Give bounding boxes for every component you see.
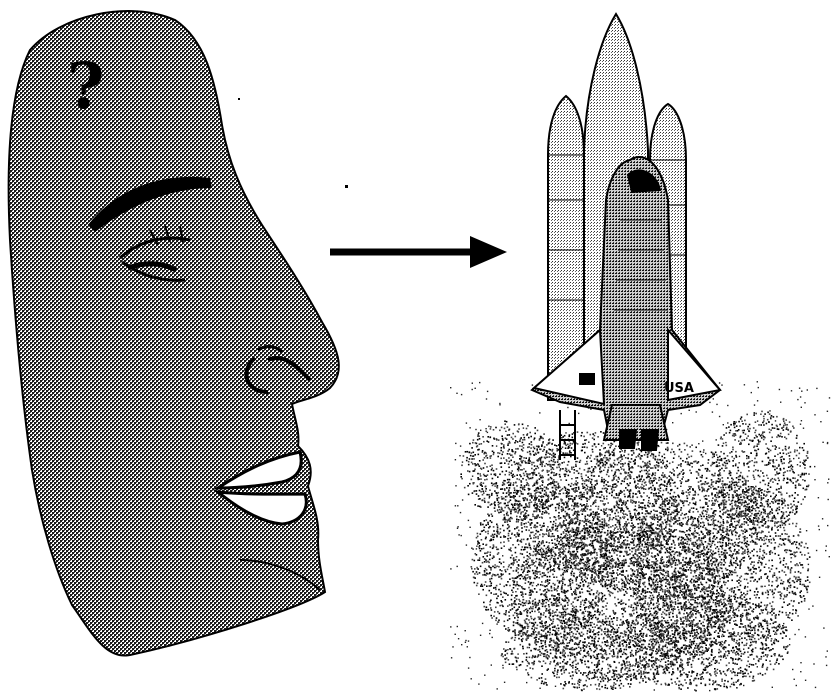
flag-icon xyxy=(580,374,594,384)
arrow-icon xyxy=(330,236,507,268)
question-mark: ? xyxy=(67,49,105,124)
space-shuttle: USA xyxy=(532,14,720,450)
stray-dots xyxy=(238,98,348,188)
face-profile: ? xyxy=(9,11,339,656)
face-silhouette xyxy=(9,11,339,656)
wing-text: USA xyxy=(664,381,694,396)
